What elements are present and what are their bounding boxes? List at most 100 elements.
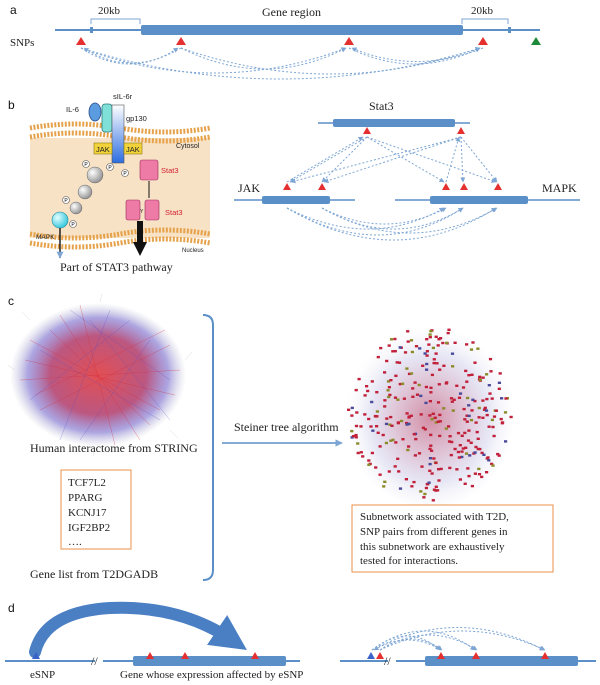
subnetwork-node xyxy=(476,437,480,440)
subnetwork-node xyxy=(477,473,482,476)
subnetwork-node xyxy=(482,408,487,411)
subnetwork-node xyxy=(354,436,358,439)
subnetwork-node xyxy=(509,415,513,419)
subnetwork-node xyxy=(491,464,495,467)
subnetwork-node xyxy=(383,405,387,408)
panel-a-letter: a xyxy=(10,3,17,17)
d-right-snp-red xyxy=(437,652,445,659)
eqtl-effect-arrow xyxy=(29,601,247,658)
subnetwork-node xyxy=(375,410,379,413)
subnetwork-node xyxy=(428,469,432,472)
subnetwork-node xyxy=(363,394,367,397)
subnetwork-node xyxy=(457,456,461,459)
subnetwork-node xyxy=(497,381,501,384)
subnetwork-node xyxy=(429,444,433,447)
subnetwork-node xyxy=(393,337,397,341)
subnetwork-node xyxy=(447,425,451,428)
subnetwork-node xyxy=(414,437,418,441)
t2d-subnetwork xyxy=(345,323,515,507)
subnetwork-node xyxy=(350,429,354,433)
subnetwork-node xyxy=(485,457,489,460)
subnetwork-node xyxy=(398,382,402,386)
subnetwork-node xyxy=(446,331,450,335)
subnetwork-node xyxy=(432,361,436,365)
snp-red-3 xyxy=(344,37,354,45)
d-left-snp-red xyxy=(181,652,189,659)
subnetwork-node xyxy=(437,468,441,471)
subnetwork-node xyxy=(490,418,494,422)
cytosol-label: Cytosol xyxy=(176,143,200,150)
subnetwork-node xyxy=(464,452,469,455)
subnetwork-node xyxy=(386,389,390,392)
subnetwork-node xyxy=(350,406,354,410)
subnetwork-node xyxy=(500,397,504,400)
snp-red-2 xyxy=(176,37,186,45)
subnetwork-node xyxy=(490,397,494,400)
subnetwork-node xyxy=(354,424,359,428)
subnetwork-node xyxy=(405,367,409,370)
gene-item: PPARG xyxy=(68,492,103,504)
subnetwork-node xyxy=(485,413,489,417)
subnetwork-node xyxy=(447,328,451,331)
d-right-gene xyxy=(425,656,578,666)
subnetwork-node xyxy=(418,347,422,350)
subnetwork-node xyxy=(423,492,427,496)
subnetwork-node xyxy=(434,485,438,488)
subnetwork-node xyxy=(373,414,377,418)
subnetwork-node xyxy=(369,425,373,428)
subnetwork-node xyxy=(432,358,436,361)
subnetwork-node xyxy=(374,466,378,469)
subnetwork-node xyxy=(381,433,385,437)
snp-green xyxy=(531,37,541,45)
stat3-dimer-right xyxy=(144,199,160,221)
subnetwork-node xyxy=(387,470,391,473)
subnetwork-node xyxy=(442,407,446,410)
subnetwork-node xyxy=(409,414,413,417)
subnetwork-node xyxy=(431,346,435,350)
subnetwork-node xyxy=(474,421,478,424)
subnetwork-node xyxy=(427,481,431,484)
subnetwork-node xyxy=(430,418,434,421)
subnetwork-node xyxy=(398,487,403,490)
subnetwork-node xyxy=(468,454,472,457)
scale-left-label: 20kb xyxy=(98,5,121,17)
subnetwork-node xyxy=(467,474,471,478)
subnetwork-node xyxy=(436,420,440,423)
stat3-y-marker: Y xyxy=(140,209,144,215)
stat3-pathway-illustration: IL-6 sIL-6r gp130 JAK JAK Cytosol P xyxy=(29,92,211,259)
subnetwork-node xyxy=(438,434,442,438)
subnetwork-node xyxy=(484,409,489,412)
subnetwork-node xyxy=(501,421,505,424)
subnetwork-node xyxy=(398,346,402,349)
net-mapk-gene xyxy=(430,196,528,204)
subnetwork-node xyxy=(467,374,471,377)
subnetwork-node xyxy=(429,433,433,437)
subnetwork-node xyxy=(460,455,464,459)
d-right-snp-red xyxy=(541,652,549,659)
subnetwork-node xyxy=(456,431,461,435)
subnetwork-node xyxy=(425,350,429,353)
subnetwork-node xyxy=(441,341,445,345)
subnetwork-node xyxy=(385,417,389,420)
subnetwork-node xyxy=(359,451,363,454)
subnetwork-node xyxy=(494,409,498,412)
subnetwork-node xyxy=(393,465,397,468)
subnetwork-node xyxy=(442,364,446,367)
subnetwork-node xyxy=(473,361,477,364)
subnetwork-line: Subnetwork associated with T2D, xyxy=(360,511,509,523)
subnetwork-node xyxy=(469,348,474,351)
subnetwork-node xyxy=(367,459,371,462)
stat3-bottom-label: Stat3 xyxy=(165,208,183,217)
subnetwork-node xyxy=(430,472,434,475)
subnetwork-node xyxy=(397,361,402,364)
subnetwork-node xyxy=(488,357,493,361)
subnetwork-node xyxy=(491,425,495,429)
subnetwork-node xyxy=(413,381,417,384)
subnetwork-node xyxy=(389,379,393,382)
gene-item: KCNJ17 xyxy=(68,507,107,519)
subnetwork-node xyxy=(359,425,363,428)
subnetwork-node xyxy=(422,496,426,499)
gene-expression-caption: Gene whose expression affected by eSNP xyxy=(120,669,303,681)
subnetwork-node xyxy=(436,489,440,492)
subnetwork-node xyxy=(438,368,442,371)
